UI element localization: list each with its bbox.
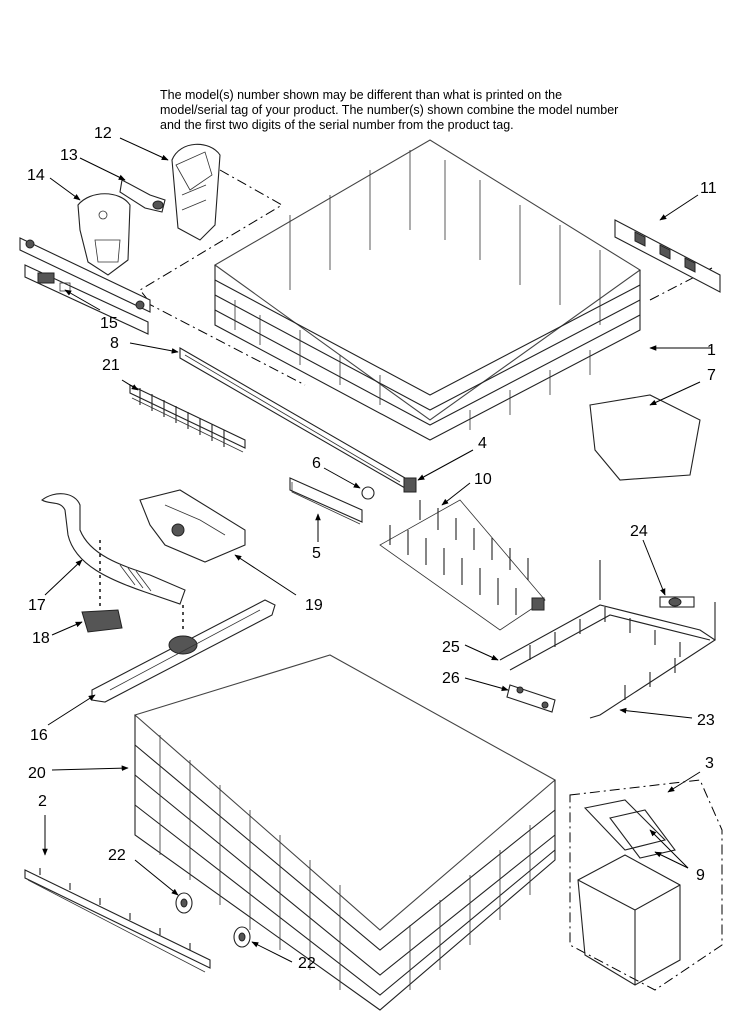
rack-wheel-top[interactable] [175, 892, 193, 914]
upper-rack[interactable] [213, 139, 641, 441]
callout-25: 25 [442, 639, 460, 656]
leader-20 [51, 765, 129, 771]
wheel-holder[interactable] [289, 477, 363, 525]
leader-9a [654, 851, 689, 869]
callout-15: 15 [100, 315, 118, 332]
leader-10 [441, 482, 471, 506]
callout-24: 24 [630, 523, 648, 540]
basket-lid-second[interactable] [609, 809, 676, 859]
track-end-cap[interactable] [403, 477, 417, 493]
leader-26 [464, 677, 509, 692]
leader-11 [659, 194, 699, 221]
adjuster-arm[interactable] [77, 193, 131, 276]
leader-13 [79, 157, 126, 181]
leader-9b [649, 829, 689, 869]
lower-rack-rail[interactable] [24, 868, 211, 973]
leader-3 [667, 771, 701, 793]
leader-23 [619, 707, 693, 719]
leader-24 [642, 539, 666, 596]
callout-6: 6 [312, 455, 321, 472]
spray-arm-manifold[interactable] [139, 489, 246, 563]
callout-5: 5 [312, 545, 321, 562]
fold-down-tine[interactable] [129, 384, 246, 453]
upper-tine-row[interactable] [379, 499, 546, 631]
callout-9: 9 [696, 867, 705, 884]
tine-clip[interactable] [506, 684, 556, 713]
callout-17: 17 [28, 597, 46, 614]
callout-13: 13 [60, 147, 78, 164]
callout-1: 1 [707, 342, 716, 359]
upper-basket[interactable] [589, 394, 701, 481]
leader-22b [251, 941, 293, 963]
callout-20: 20 [28, 765, 46, 782]
actuator-pin[interactable] [119, 179, 166, 213]
leader-15 [64, 289, 101, 311]
leader-18 [51, 621, 83, 636]
callout-21: 21 [102, 357, 120, 374]
leader-12 [119, 137, 169, 161]
callout-11: 11 [700, 180, 717, 197]
callout-19: 19 [305, 597, 323, 614]
rack-wheel-bottom[interactable] [233, 926, 251, 948]
callout-26: 26 [442, 670, 460, 687]
leader-19 [234, 554, 297, 596]
leader-4 [417, 449, 474, 481]
callout-12: 12 [94, 125, 112, 142]
leader-8 [129, 342, 179, 354]
lower-rack[interactable] [133, 654, 556, 1011]
assembly-line-upper [139, 169, 283, 301]
rack-stop-clip[interactable] [614, 219, 721, 293]
callout-3: 3 [705, 755, 714, 772]
callout-22-bottom: 22 [298, 955, 316, 972]
callout-10: 10 [474, 471, 492, 488]
callout-7: 7 [707, 367, 716, 384]
track-ball[interactable] [361, 486, 375, 500]
leader-25 [464, 644, 499, 661]
leader-21 [121, 379, 139, 391]
callout-22-top: 22 [108, 847, 126, 864]
basket-lid[interactable] [583, 799, 667, 851]
leader-6 [323, 467, 361, 489]
rack-adjuster-housing[interactable] [171, 143, 221, 241]
silverware-basket[interactable] [577, 854, 681, 986]
silverware-basket-group[interactable] [569, 779, 723, 991]
slide-adjuster-rail[interactable] [19, 237, 151, 335]
disclaimer-note: The model(s) number shown may be differe… [160, 88, 619, 132]
leader-7 [649, 381, 701, 406]
assembly-line-right [649, 267, 713, 301]
lower-spray-arm[interactable] [91, 599, 276, 703]
callout-8: 8 [110, 335, 119, 352]
callout-16: 16 [30, 727, 48, 744]
callout-18: 18 [32, 630, 50, 647]
spray-arm-supply-tube[interactable] [41, 493, 186, 605]
leader-17 [44, 559, 83, 596]
callout-2: 2 [38, 793, 47, 810]
leader-14 [49, 177, 81, 201]
callout-14: 14 [27, 167, 45, 184]
leader-22a [134, 859, 179, 896]
assembly-line-lower [144, 301, 306, 386]
spray-arm-bearing[interactable] [81, 609, 123, 633]
callout-4: 4 [478, 435, 487, 452]
leader-16 [47, 694, 96, 726]
callout-23: 23 [697, 712, 715, 729]
rack-track-rail[interactable] [179, 347, 406, 489]
lower-tine-assembly[interactable] [499, 560, 716, 719]
